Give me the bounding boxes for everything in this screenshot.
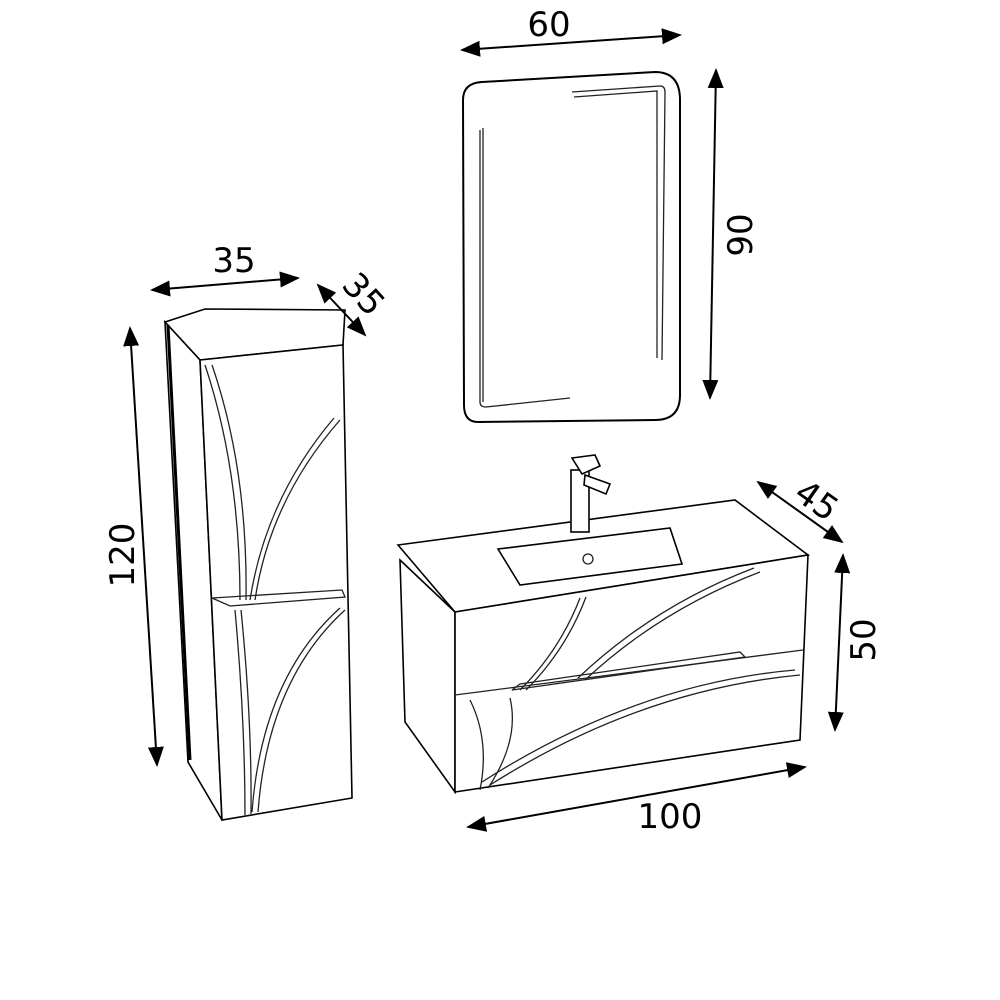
drawer-handle xyxy=(511,651,747,691)
mirror-height-label: 90 xyxy=(721,213,761,256)
vanity-height-label: 50 xyxy=(844,618,884,661)
column-cabinet xyxy=(163,308,353,821)
column-height-label: 120 xyxy=(103,523,143,588)
vanity-depth-label: 45 xyxy=(787,472,845,530)
drain xyxy=(582,553,594,565)
faucet xyxy=(570,454,612,533)
led-strip-right xyxy=(571,85,666,361)
mirror-width-label: 60 xyxy=(527,5,570,45)
led-strip-bottom xyxy=(479,397,571,408)
column-width-label: 35 xyxy=(212,241,255,281)
mirror xyxy=(461,70,681,424)
vanity-unit xyxy=(396,454,810,795)
column-handle xyxy=(211,589,346,607)
vanity-width-label: 100 xyxy=(638,797,703,837)
basin xyxy=(496,527,684,586)
dimension-lines xyxy=(123,28,851,832)
